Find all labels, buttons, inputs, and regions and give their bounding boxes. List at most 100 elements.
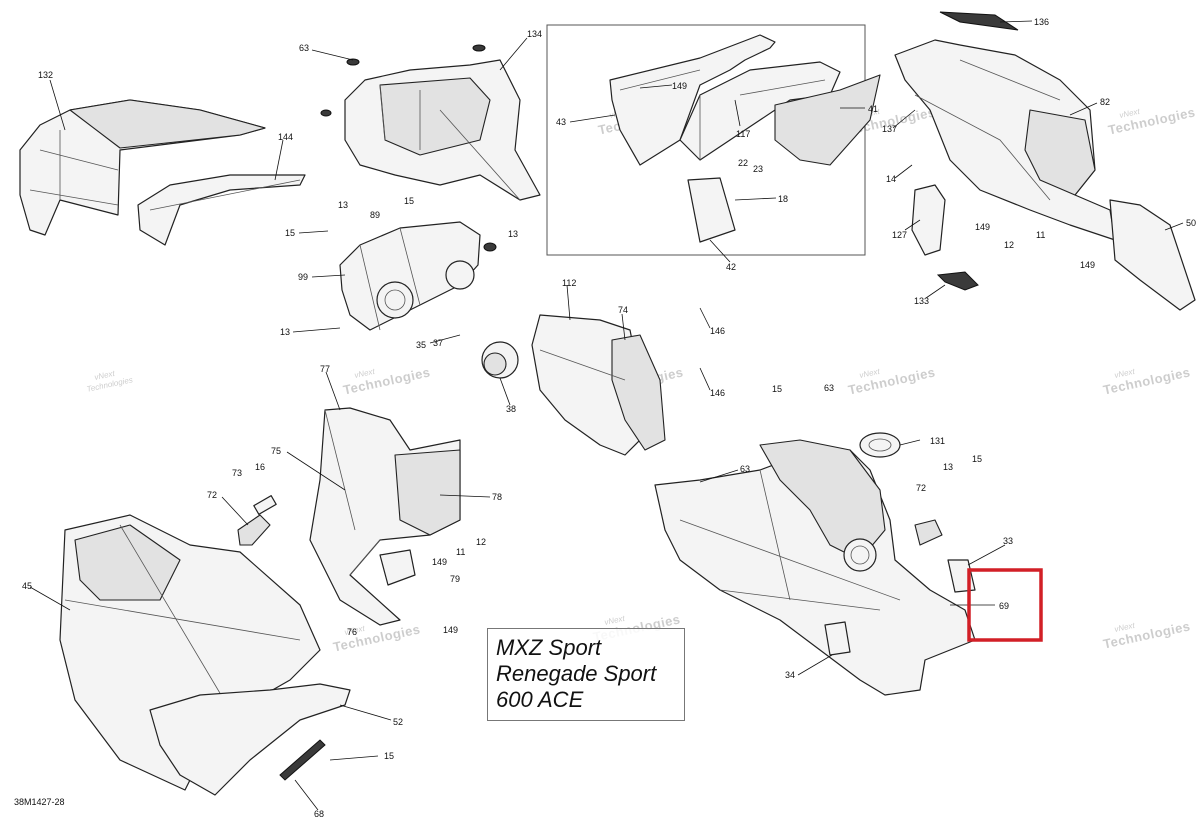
leader-lines: [29, 20, 1184, 811]
watermark-line1: vNext: [94, 369, 117, 382]
callout-label: 78: [492, 492, 502, 502]
callout-label: 68: [314, 809, 324, 819]
callout-labels: 132 144 63 134 149 43 117 41 22 23 18 42…: [22, 17, 1196, 819]
callout-label: 15: [384, 751, 394, 761]
callout-label: 149: [672, 81, 687, 91]
watermark-line1: vNext: [344, 624, 367, 637]
callout-label: 41: [868, 104, 878, 114]
watermark-line1: vNext: [604, 614, 627, 627]
callout-label: 13: [280, 327, 290, 337]
diagram-reference-code: 38M1427-28: [14, 797, 65, 807]
part-144-trim-strip: [137, 174, 306, 246]
part-45-side-panel: [59, 514, 351, 796]
callout-label: 35: [416, 340, 426, 350]
model-line: Renegade Sport: [496, 661, 657, 686]
callout-label: 144: [278, 132, 293, 142]
callout-label: 38: [506, 404, 516, 414]
callout-label: 63: [824, 383, 834, 393]
callout-label: 34: [785, 670, 795, 680]
callout-label: 12: [1004, 240, 1014, 250]
callout-label: 149: [432, 557, 447, 567]
callout-label: 133: [914, 296, 929, 306]
watermark-line2: Technologies: [342, 364, 432, 397]
callout-label: 18: [778, 194, 788, 204]
callout-label: 146: [710, 326, 725, 336]
callout-label: 72: [207, 490, 217, 500]
callout-label: 149: [975, 222, 990, 232]
callout-label: 11: [1036, 230, 1045, 240]
callout-label: 13: [508, 229, 518, 239]
callout-label: 69: [999, 601, 1009, 611]
callout-label: 15: [404, 196, 414, 206]
callout-label: 79: [450, 574, 460, 584]
part-38-grommet: [481, 341, 519, 379]
watermark-line2: Technologies: [1102, 364, 1192, 397]
callout-label: 76: [347, 627, 357, 637]
callout-label: 42: [726, 262, 736, 272]
callout-label: 137: [882, 124, 897, 134]
highlight-box: [967, 568, 1043, 642]
model-line: MXZ Sport: [496, 635, 602, 660]
callout-label: 149: [1080, 260, 1095, 270]
callout-label: 16: [255, 462, 265, 472]
watermark-line1: vNext: [1114, 367, 1137, 380]
callout-label: 50: [1186, 218, 1196, 228]
callout-label: 63: [299, 43, 309, 53]
model-label-box: MXZ Sport Renegade Sport 600 ACE: [487, 628, 685, 721]
part-112-duct-panel: [531, 314, 666, 456]
callout-label: 99: [298, 272, 308, 282]
watermark-line1: vNext: [1114, 621, 1137, 634]
watermark-line1: vNext: [1119, 107, 1142, 120]
callout-label: 127: [892, 230, 907, 240]
callout-label: 33: [1003, 536, 1013, 546]
part-82-side-panel: [894, 11, 1196, 311]
callout-label: 132: [38, 70, 53, 80]
part-75-inner-panel: [309, 407, 461, 626]
callout-label: 13: [338, 200, 348, 210]
callout-label: 11: [456, 547, 465, 557]
callout-label: 37: [433, 338, 443, 348]
callout-label: 149: [443, 625, 458, 635]
callout-label: 45: [22, 581, 32, 591]
model-line: 600 ACE: [496, 687, 584, 712]
part-134-dash-housing: [320, 44, 541, 201]
callout-label: 136: [1034, 17, 1049, 27]
callout-label: 112: [562, 278, 576, 288]
detail-frame: [546, 24, 866, 256]
part-117-console-panel: [609, 34, 881, 243]
watermark-line1: vNext: [859, 367, 882, 380]
watermark-line2: Technologies: [1102, 618, 1192, 651]
callout-label: 146: [710, 388, 725, 398]
callout-label: 12: [476, 537, 486, 547]
callout-label: 23: [753, 164, 763, 174]
callout-label: 131: [930, 436, 945, 446]
callout-label: 15: [285, 228, 295, 238]
callout-label: 43: [556, 117, 566, 127]
callout-label: 82: [1100, 97, 1110, 107]
callout-label: 14: [886, 174, 896, 184]
watermark-line1: vNext: [354, 367, 377, 380]
callout-label: 22: [738, 158, 748, 168]
callout-label: 13: [943, 462, 953, 472]
callout-label: 74: [618, 305, 628, 315]
part-72-fastener-group: [237, 495, 277, 546]
callout-label: 15: [972, 454, 982, 464]
callout-label: 89: [370, 210, 380, 220]
part-132-front-shell: [19, 99, 266, 236]
watermark-line2: Technologies: [847, 364, 937, 397]
callout-label: 77: [320, 364, 330, 374]
part-69-lower-panel: [654, 432, 976, 696]
part-99-headlight: [339, 221, 497, 331]
callout-label: 73: [232, 468, 242, 478]
watermark-line2: Technologies: [1107, 104, 1197, 137]
callout-label: 75: [271, 446, 281, 456]
watermark-line2: Technologies: [332, 621, 422, 654]
callout-label: 72: [916, 483, 926, 493]
